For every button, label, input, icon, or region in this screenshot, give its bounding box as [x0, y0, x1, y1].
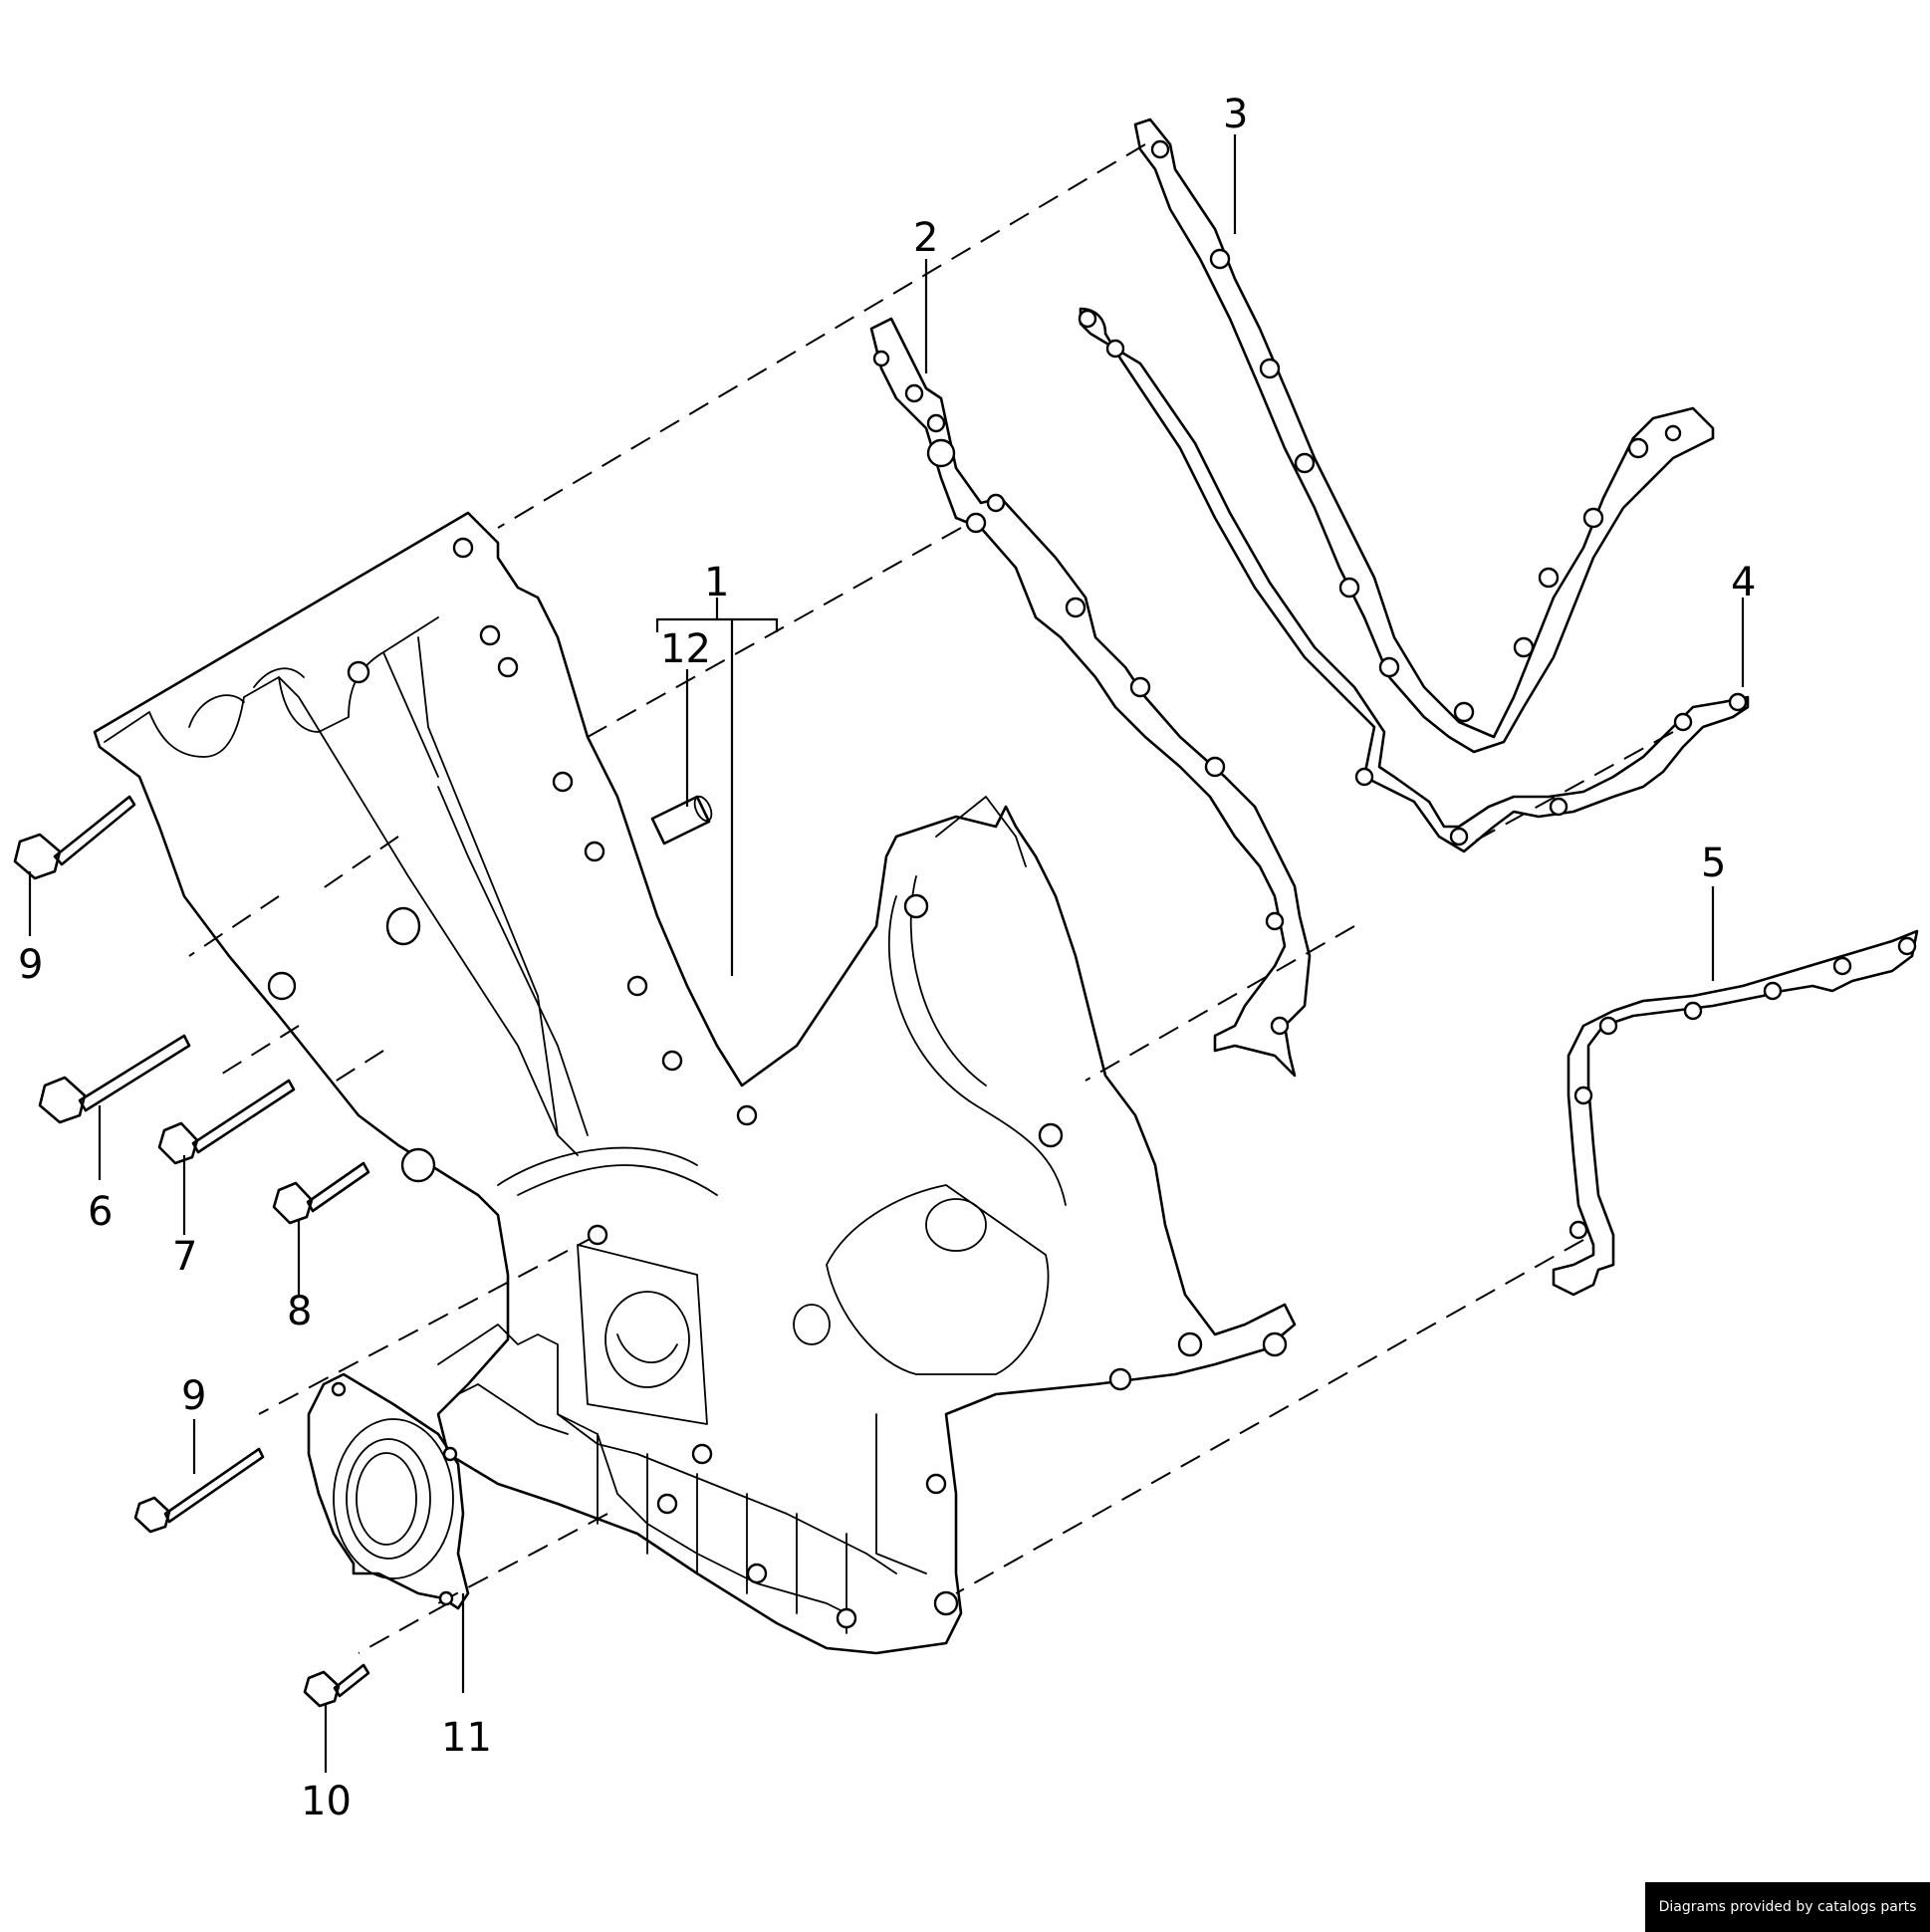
bolt-10 — [303, 1663, 370, 1708]
callout-9-lower: 9 — [181, 1373, 206, 1419]
callout-11: 11 — [441, 1715, 492, 1761]
callout-2: 2 — [913, 215, 938, 261]
callout-6: 6 — [88, 1189, 113, 1235]
gasket-2 — [869, 317, 1312, 1078]
dowel-pin — [650, 795, 713, 845]
alignment-lines — [188, 143, 1674, 1654]
gasket-5 — [1552, 929, 1919, 1297]
gasket-4 — [1078, 307, 1750, 853]
leader-lines — [28, 134, 1745, 1773]
callout-1: 1 — [704, 560, 729, 605]
bolt-9-lower — [133, 1447, 265, 1534]
timing-cover-housing — [93, 511, 1297, 1655]
bolt-6 — [38, 1034, 191, 1124]
credit-banner: Diagrams provided by catalogs parts — [1645, 1882, 1930, 1932]
bolt-8 — [272, 1161, 370, 1225]
gasket-3 — [1133, 118, 1715, 754]
callout-7: 7 — [172, 1234, 197, 1280]
callout-5: 5 — [1701, 841, 1726, 886]
callout-12: 12 — [660, 626, 711, 672]
callout-labels: 3 2 4 5 1 12 9 6 7 8 9 11 10 — [18, 92, 1756, 1824]
callout-8: 8 — [287, 1289, 312, 1334]
bolt-9-upper — [13, 795, 136, 880]
callout-4: 4 — [1731, 560, 1756, 605]
callout-10: 10 — [301, 1779, 352, 1824]
callout-9-upper: 9 — [18, 942, 43, 988]
oil-seal-housing — [307, 1372, 470, 1610]
bolt-7 — [157, 1079, 296, 1165]
callout-3: 3 — [1223, 92, 1248, 137]
